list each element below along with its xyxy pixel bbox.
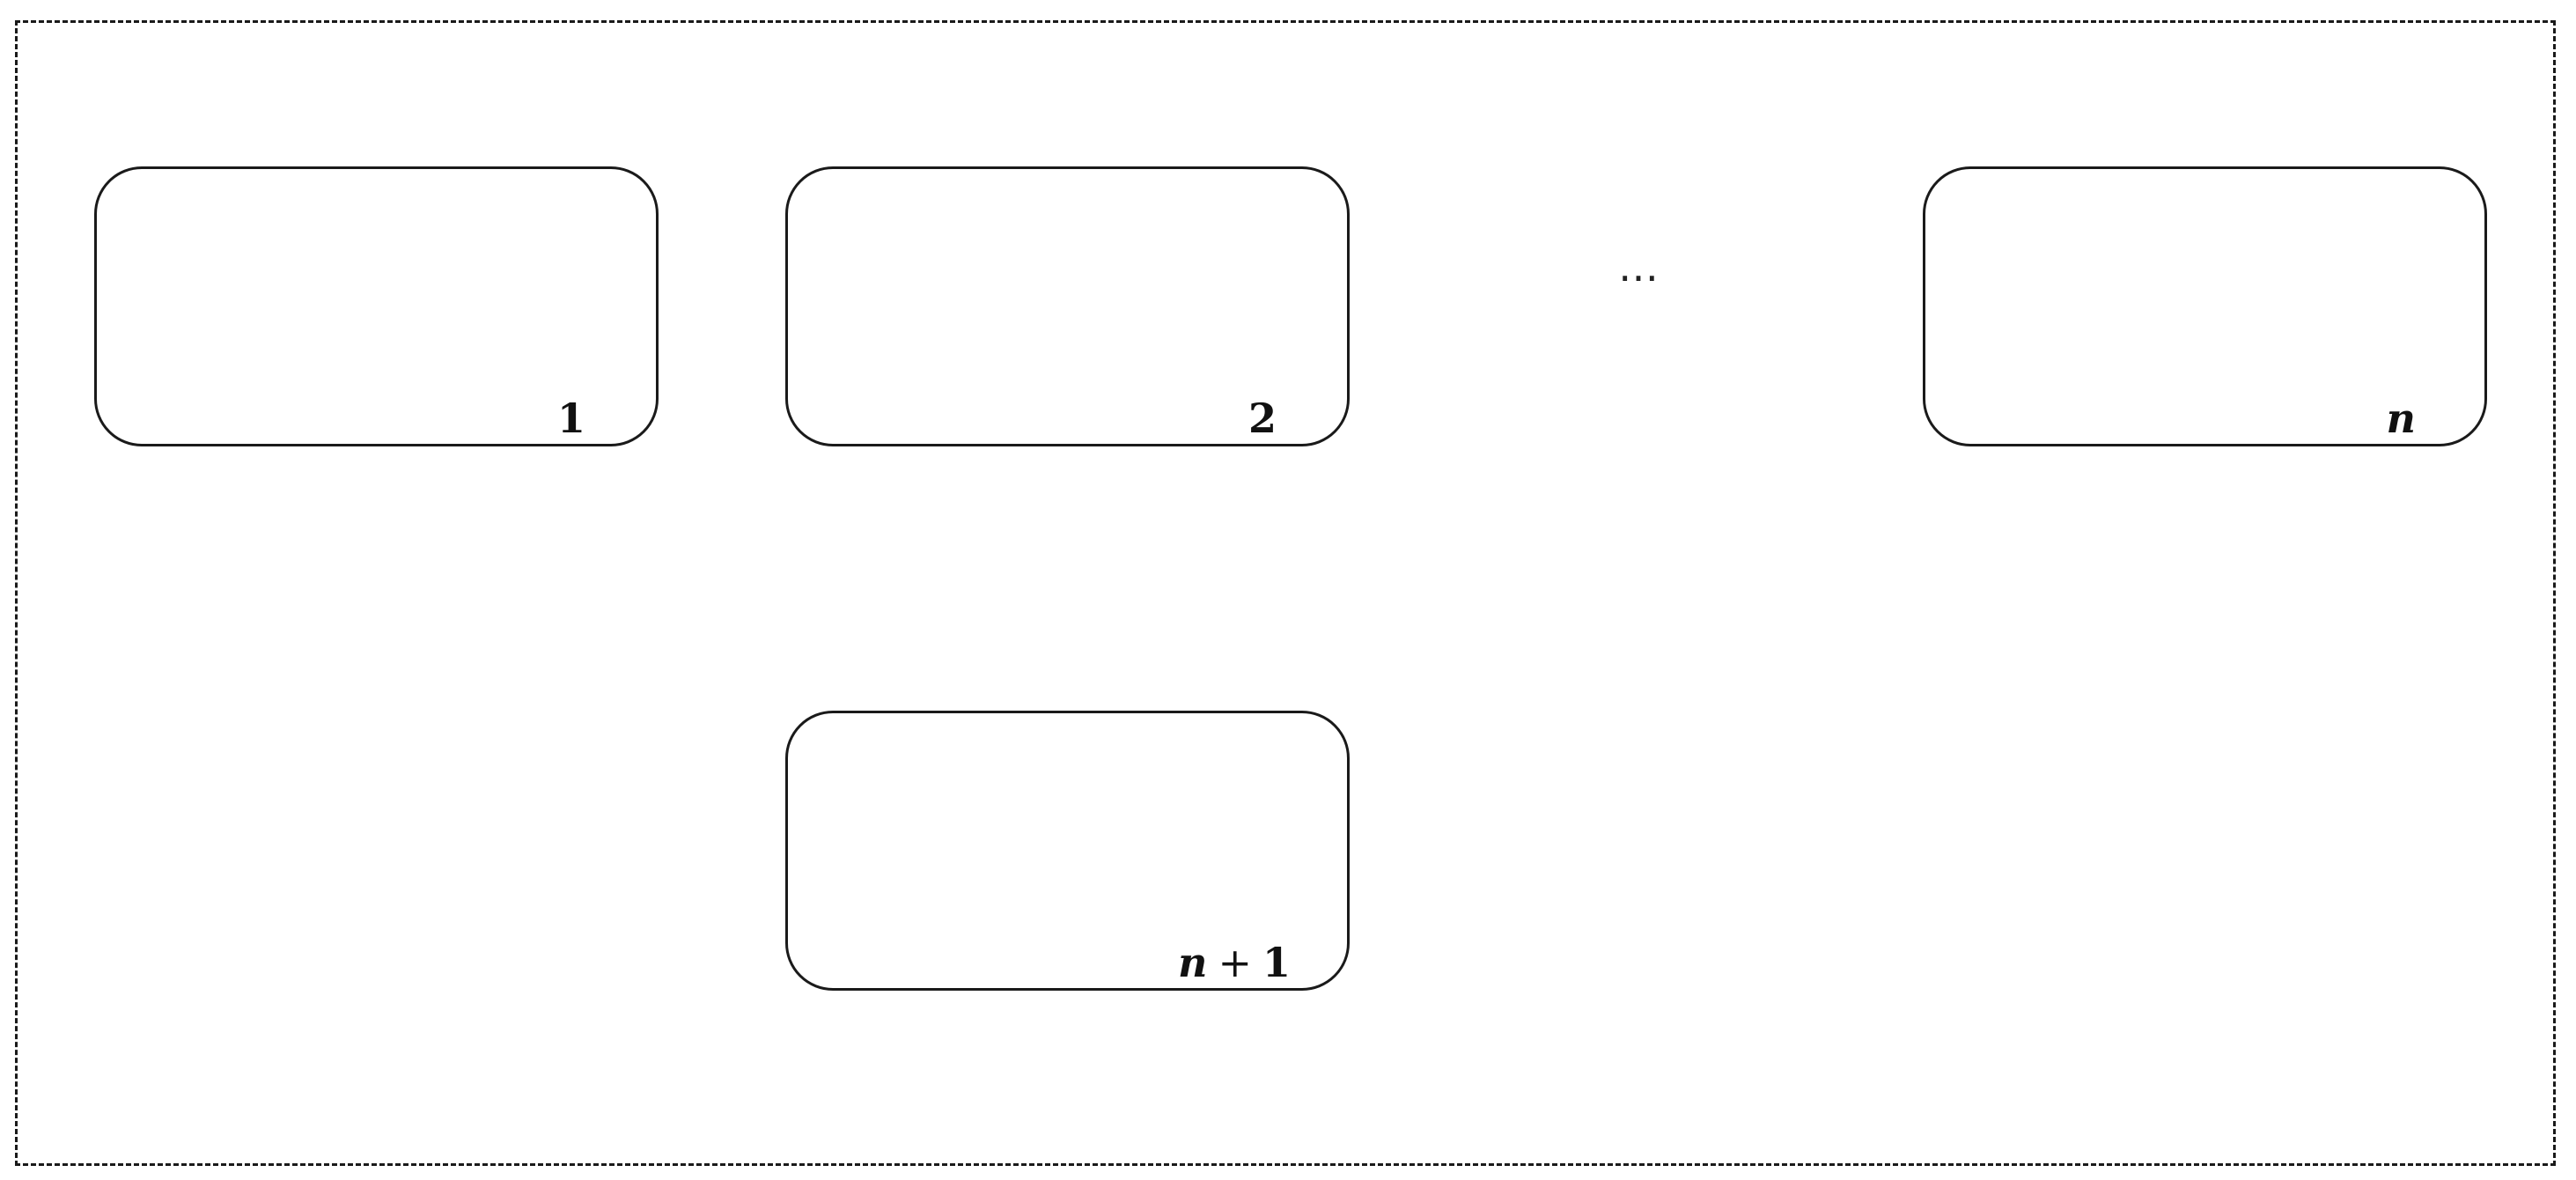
node-box-n-plus-1: n+1	[785, 711, 1350, 991]
node-label-n-plus-1: n+1	[1178, 942, 1291, 983]
node-box-n: n	[1923, 166, 2487, 446]
node-label-n-plus-1-var: n	[1177, 939, 1208, 986]
diagram-frame	[15, 20, 2556, 1166]
ellipsis: …	[1618, 243, 1660, 291]
node-label-n: n	[2387, 398, 2416, 439]
node-label-n-plus-1-op: +	[1218, 939, 1252, 986]
node-label-2: 2	[1248, 395, 1277, 442]
node-box-2: 2	[785, 166, 1350, 446]
node-label-1: 1	[556, 395, 585, 442]
node-label-n-plus-1-num: 1	[1262, 939, 1291, 986]
node-box-1: 1	[94, 166, 659, 446]
node-label-n-var: n	[2386, 395, 2416, 442]
